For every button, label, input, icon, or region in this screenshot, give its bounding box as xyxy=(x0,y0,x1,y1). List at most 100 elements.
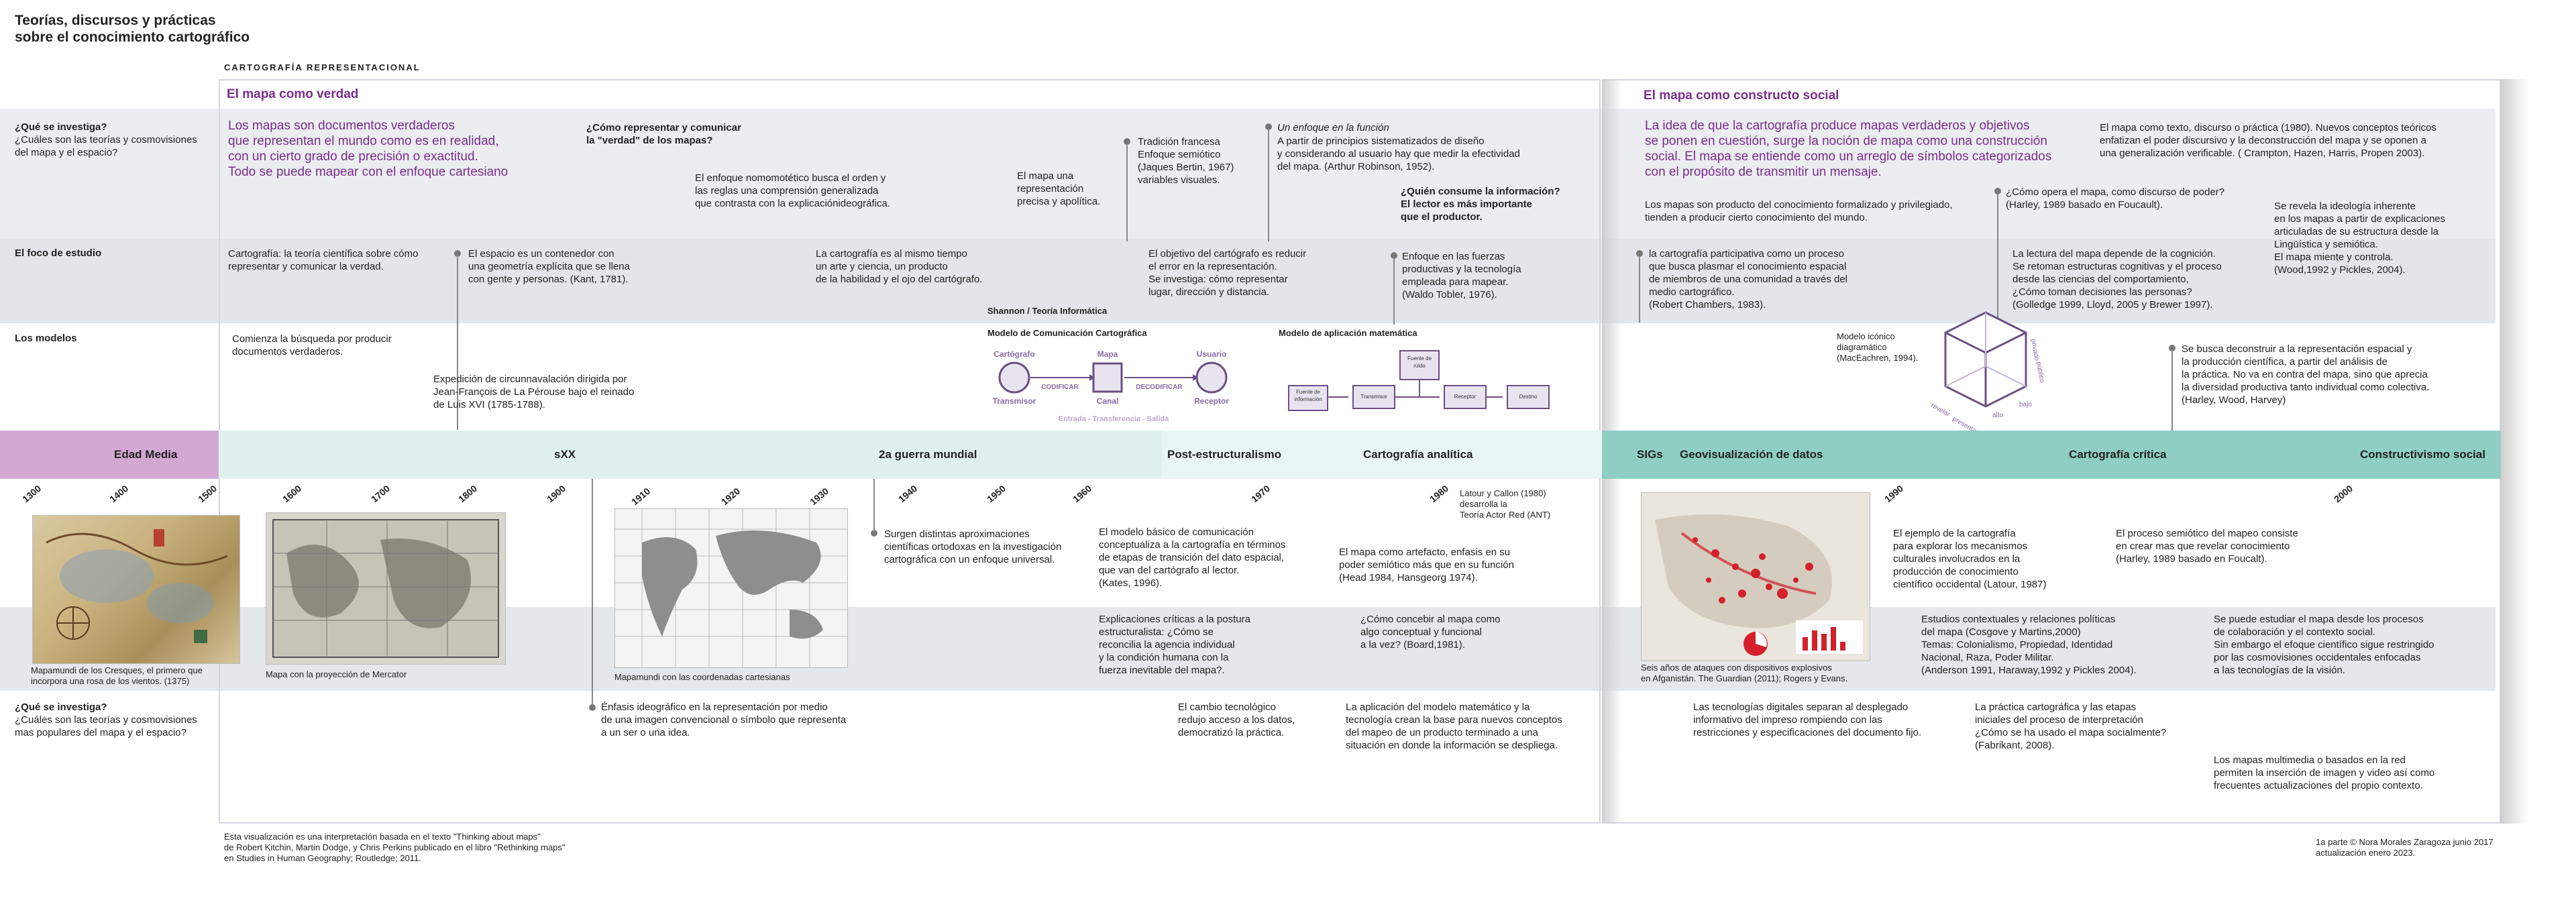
producto: Los mapas son producto del conocimiento … xyxy=(1645,199,1953,223)
foco-espacio: El espacio es un contenedor con una geom… xyxy=(468,248,630,285)
estudios: Estudios contextuales y relaciones polít… xyxy=(1921,614,2137,676)
cube-label: bajo xyxy=(2019,401,2032,408)
connector-line xyxy=(873,479,875,532)
latour: Latour y Callon (1980) desarrolla la Teo… xyxy=(1460,488,1551,520)
texto-discurso: El mapa como texto, discurso o práctica … xyxy=(2100,122,2436,159)
arrow-label: DECODIFICAR xyxy=(1136,384,1183,391)
page-title: Teorías, discursos y prácticas sobre el … xyxy=(15,13,250,45)
arrow-head xyxy=(1193,374,1198,381)
timeline-dot xyxy=(1636,250,1643,257)
row-label-foco: El foco de estudio xyxy=(15,247,102,259)
colaboracion: Se puede estudiar el mapa desde los proc… xyxy=(2214,614,2434,676)
modelo-mat-title: Modelo de aplicación matemática xyxy=(1279,328,1417,338)
semiotico: El proceso semiótico del mapeo consiste … xyxy=(2116,528,2298,565)
mapa-node xyxy=(1092,362,1123,393)
cartesian-map-art xyxy=(615,509,847,667)
era-label: sXX xyxy=(554,448,576,461)
era-label: Post-estructuralismo xyxy=(1167,448,1282,461)
era-label: Geovisualización de datos xyxy=(1680,448,1823,461)
foco-arte: La cartografía es al mismo tiempo un art… xyxy=(816,248,983,285)
modelo-com-title: Modelo de Comunicación Cartográfica xyxy=(987,328,1147,338)
footer-credits: 1a parte © Nora Morales Zaragoza junio 2… xyxy=(2316,837,2493,858)
connector-line xyxy=(592,479,593,704)
foco-objetivo: El objetivo del cartógrafo es reducir el… xyxy=(1148,248,1307,298)
cube-label: público xyxy=(2035,361,2045,384)
band-post-highlight xyxy=(1162,431,1602,479)
cresques-map-image xyxy=(32,515,240,664)
right-panel-title: El mapa como constructo social xyxy=(1644,89,1839,103)
row-label-bottom: ¿Qué se investiga? xyxy=(15,701,107,713)
opera: ¿Cómo opera el mapa, como discurso de po… xyxy=(2006,186,2225,211)
node-sub: Transmisor xyxy=(993,396,1036,406)
band-edad-media xyxy=(0,431,219,479)
left-intro: Los mapas son documentos verdaderos que … xyxy=(228,119,508,179)
funcion-title: Un enfoque en la función xyxy=(1277,122,1389,133)
funcion-text: A partir de principios sistematizados de… xyxy=(1277,135,1520,172)
timeline-dot xyxy=(871,530,877,537)
deconstruir: Se busca deconstruir a la representación… xyxy=(2182,343,2430,406)
node-sub: Canal xyxy=(1097,396,1119,406)
row-label-modelos: Los modelos xyxy=(15,333,77,344)
mercator-map-art xyxy=(272,519,499,658)
math-box: Receptor xyxy=(1444,385,1487,409)
participativa: la cartografía participativa como un pro… xyxy=(1649,248,1848,311)
node-label: Mapa xyxy=(1097,349,1118,359)
mercator-map-image xyxy=(266,512,506,665)
foco-cartografia: Cartografía: la teoría científica sobre … xyxy=(228,248,419,272)
year-tick: 1300 xyxy=(20,482,44,505)
cap-mercator: Mapa con la proyección de Mercator xyxy=(266,669,407,679)
timeline-dot xyxy=(1124,138,1130,145)
cartesian-map-image xyxy=(614,508,848,668)
math-box: Fuente de información xyxy=(1288,385,1328,411)
node-label: Usuario xyxy=(1197,349,1227,359)
communication-model-diagram: Cartógrafo Mapa Usuario Transmisor Canal… xyxy=(993,349,1230,423)
right-intro: La idea de que la cartografía produce ma… xyxy=(1645,119,2052,179)
cube-diagram: privado público alto bajo revelar presen… xyxy=(1930,311,2045,431)
explicaciones: Explicaciones críticas a la postura estr… xyxy=(1099,614,1250,676)
timeline-dot xyxy=(1265,123,1272,130)
era-label: Constructivismo social xyxy=(2360,448,2486,461)
surgen: Surgen distintas aproximaciones científi… xyxy=(884,528,1062,565)
timeline-dot xyxy=(1391,252,1397,259)
section-label: CARTOGRAFÍA REPRESENTACIONAL xyxy=(224,62,421,72)
footer-source: Esta visualización es una interpretación… xyxy=(224,832,566,863)
multimedia: Los mapas multimedia o basados en la red… xyxy=(2214,754,2435,791)
modelos-busqueda: Comienza la búsqueda por producir docume… xyxy=(232,333,392,357)
right-edge-shadow xyxy=(2501,79,2528,824)
ideologia: Se revela la ideología inherente en los … xyxy=(2274,201,2446,276)
cap-cresques: Mapamundi de los Cresques, el primero qu… xyxy=(31,665,203,686)
math-box: Fuente de ruido xyxy=(1399,350,1440,380)
left-panel-title: El mapa como verdad xyxy=(227,87,359,101)
cube-label: alto xyxy=(1992,412,2004,419)
node-sub: Receptor xyxy=(1194,396,1229,406)
year-tick: 1400 xyxy=(107,482,131,505)
afghanistan-map-image xyxy=(1641,492,1870,661)
connector-line xyxy=(1639,256,1640,323)
era-label: Cartografía crítica xyxy=(2069,448,2167,461)
era-label: Edad Media xyxy=(114,448,178,461)
afghanistan-map-art xyxy=(1655,514,1863,656)
cartografo-node xyxy=(998,361,1030,394)
practica: La práctica cartográfica y las etapas in… xyxy=(1975,701,2167,751)
connector-line xyxy=(1997,193,1998,327)
diagram-footer: Entrada - Transferencia - Salida xyxy=(1059,415,1169,423)
connector-line xyxy=(2171,350,2173,431)
timeline-dot xyxy=(1994,188,2001,194)
concebir: ¿Cómo concebir al mapa como algo concept… xyxy=(1360,614,1501,651)
digitales: Las tecnologías digitales separan al des… xyxy=(1693,701,1922,738)
aplicacion: La aplicación del modelo matemático y la… xyxy=(1346,701,1562,751)
ejemplo: El ejemplo de la cartografía para explor… xyxy=(1893,528,2047,590)
modelo-basico: El modelo básico de comunicación concept… xyxy=(1099,526,1286,589)
timeline-dot xyxy=(589,704,596,711)
quien-consume: ¿Quién consume la información? El lector… xyxy=(1401,186,1560,223)
expedicion: Expedición de circunnavalación dirigida … xyxy=(433,374,635,410)
era-label: Cartografía analítica xyxy=(1363,448,1473,461)
arrow-head xyxy=(1089,374,1095,381)
arrow-label: CODIFICAR xyxy=(1041,384,1079,391)
band-right-teal xyxy=(1602,431,2501,479)
math-model-diagram: Fuente de información Transmisor Fuente … xyxy=(1288,347,1556,414)
foco-fuerzas: Enfoque en las fuerzas productivas y la … xyxy=(1402,251,1521,300)
cap-ataques: Seis años de ataques con dispositivos ex… xyxy=(1641,663,1848,683)
cap-cartesianas: Mapamundi con las coordenadas cartesiana… xyxy=(614,672,790,682)
era-label: 2a guerra mundial xyxy=(879,448,977,461)
